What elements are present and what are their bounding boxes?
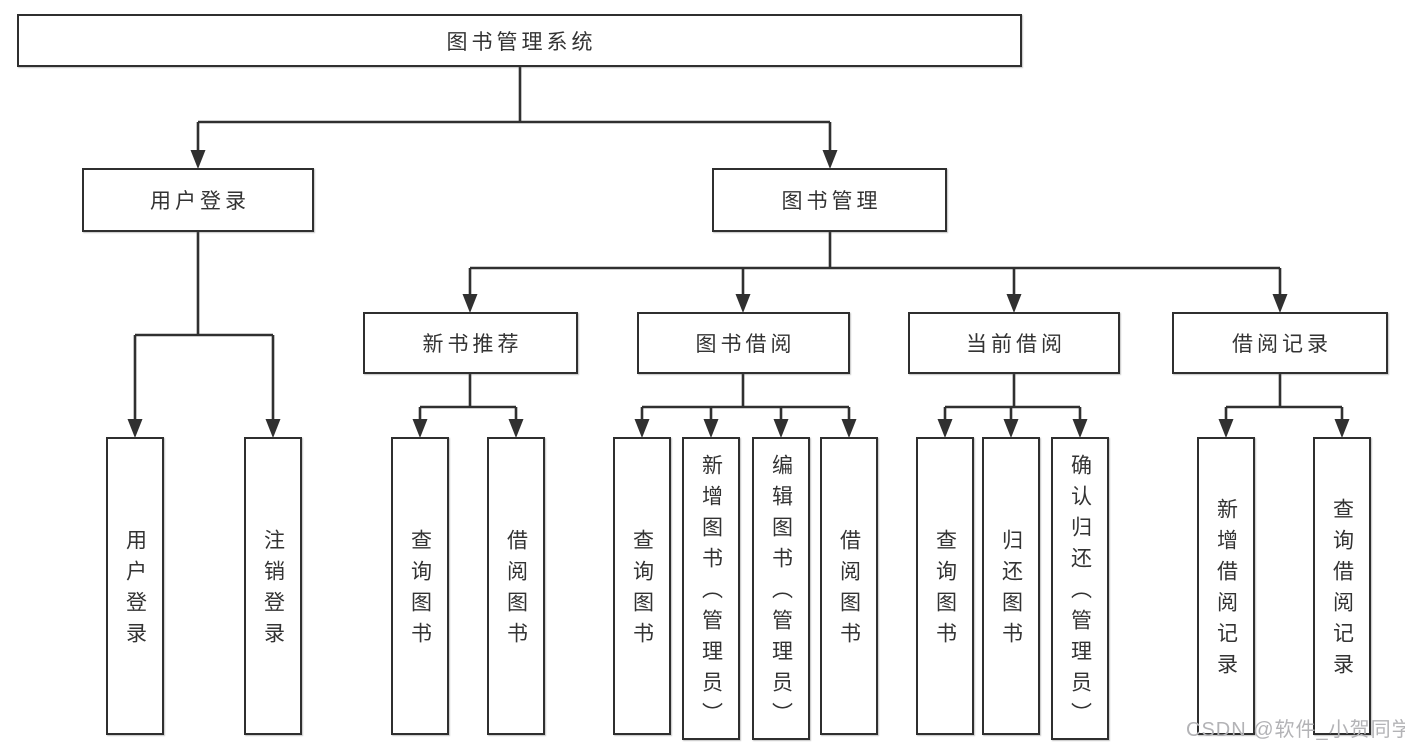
node-book-borrow-label: 图书借阅: [695, 333, 796, 356]
leaf-query-books-current: 查询图书: [916, 437, 974, 735]
node-book-management-label: 图书管理: [781, 190, 882, 213]
node-user-login-label: 用户登录: [150, 190, 250, 213]
node-book-management: 图书管理: [712, 168, 947, 232]
leaf-borrow-books-borrow-label: 借阅图书: [837, 529, 861, 653]
leaf-borrow-books-borrow: 借阅图书: [820, 437, 878, 735]
leaf-query-books-recommend-label: 查询图书: [408, 529, 432, 653]
leaf-user-login-label: 用户登录: [123, 529, 147, 653]
leaf-edit-book-admin: 编辑图书（管理员）: [752, 437, 810, 740]
csdn-watermark: CSDN @软件_小贺同学: [1186, 719, 1405, 741]
node-borrow-records: 借阅记录: [1172, 312, 1388, 374]
node-book-borrow: 图书借阅: [637, 312, 850, 374]
leaf-query-books-recommend: 查询图书: [391, 437, 449, 735]
leaf-logout-label: 注销登录: [261, 529, 285, 653]
leaf-return-books-label: 归还图书: [999, 529, 1023, 653]
leaf-confirm-return-admin: 确认归还（管理员）: [1051, 437, 1109, 740]
leaf-user-login: 用户登录: [106, 437, 164, 735]
leaf-edit-book-admin-label: 编辑图书（管理员）: [769, 454, 793, 733]
node-current-borrow: 当前借阅: [908, 312, 1120, 374]
leaf-add-book-admin-label: 新增图书（管理员）: [699, 454, 723, 733]
leaf-add-borrow-record-label: 新增借阅记录: [1214, 498, 1238, 684]
node-root: 图书管理系统: [17, 14, 1022, 67]
node-current-borrow-label: 当前借阅: [966, 333, 1066, 356]
leaf-add-book-admin: 新增图书（管理员）: [682, 437, 740, 740]
node-root-label: 图书管理系统: [446, 30, 597, 54]
node-user-login: 用户登录: [82, 168, 314, 232]
node-borrow-records-label: 借阅记录: [1232, 333, 1332, 356]
leaf-logout: 注销登录: [244, 437, 302, 735]
leaf-query-books-current-label: 查询图书: [933, 529, 957, 653]
leaf-query-books-borrow-label: 查询图书: [630, 529, 654, 653]
leaf-borrow-books-recommend: 借阅图书: [487, 437, 545, 735]
leaf-confirm-return-admin-label: 确认归还（管理员）: [1068, 454, 1092, 733]
leaf-query-books-borrow: 查询图书: [613, 437, 671, 735]
node-new-book-recommend: 新书推荐: [363, 312, 578, 374]
leaf-borrow-books-recommend-label: 借阅图书: [504, 529, 528, 653]
node-new-book-recommend-label: 新书推荐: [422, 333, 523, 356]
leaf-return-books: 归还图书: [982, 437, 1040, 735]
leaf-query-borrow-record: 查询借阅记录: [1313, 437, 1371, 735]
leaf-query-borrow-record-label: 查询借阅记录: [1330, 498, 1354, 684]
leaf-add-borrow-record: 新增借阅记录: [1197, 437, 1255, 735]
